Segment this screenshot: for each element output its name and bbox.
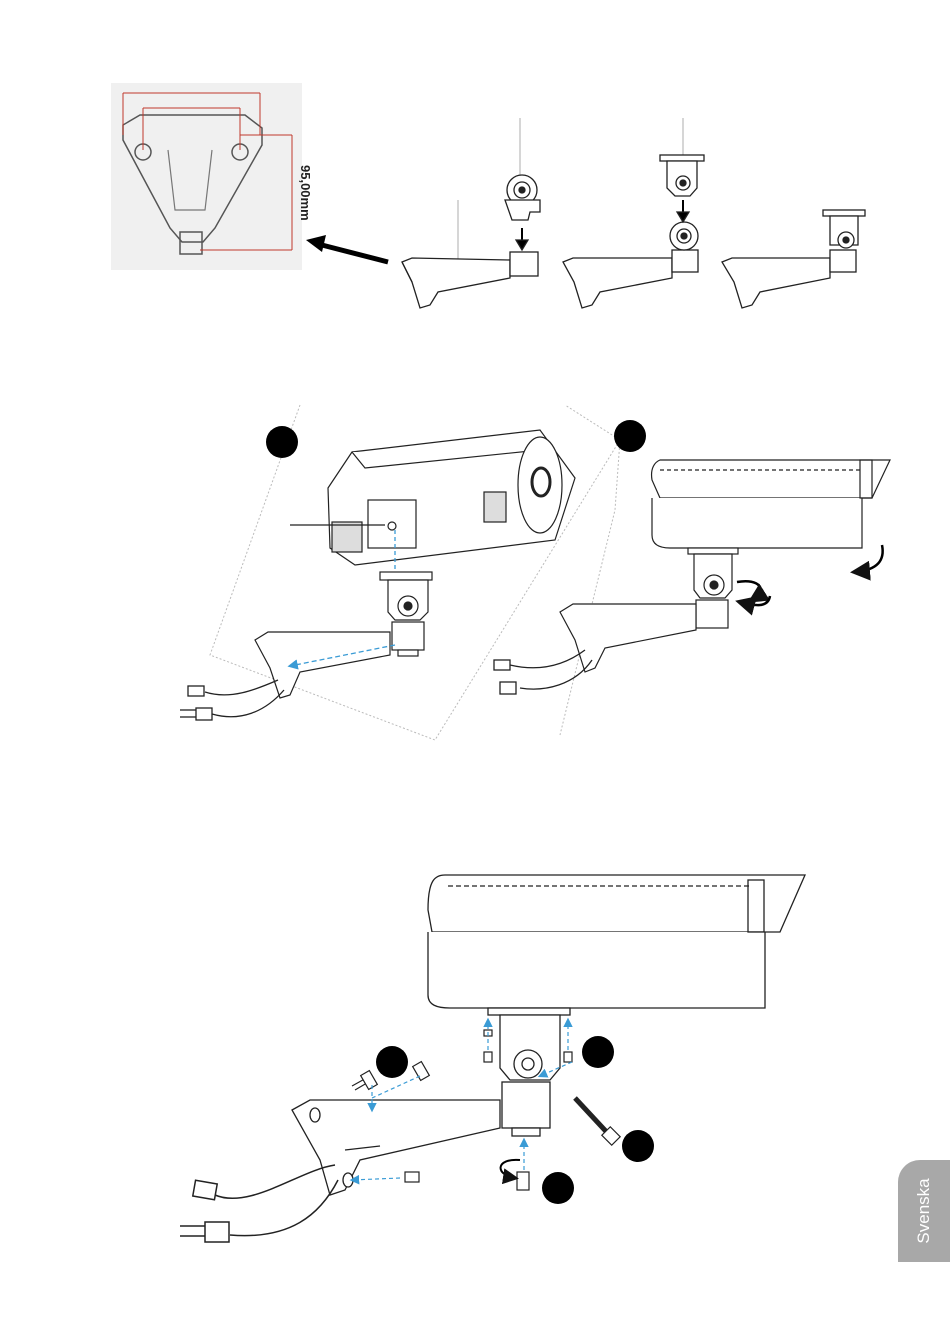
bracket-step-2 [563, 118, 704, 308]
step-badge-d [582, 1036, 614, 1068]
rotate-arrow-1 [737, 581, 760, 600]
cables-bottom [180, 1165, 338, 1242]
camera-housing-angled [290, 430, 575, 565]
cables-left [180, 680, 284, 720]
step-badge-b [614, 420, 646, 452]
joint-and-bracket-left [255, 572, 432, 698]
step-badge-e [622, 1130, 654, 1162]
step-badge-a [266, 426, 298, 458]
cables-right [494, 650, 592, 694]
template-background [111, 83, 302, 270]
dimension-label: 95,00mm [298, 165, 313, 221]
arrow-to-template [318, 244, 388, 262]
camera-housing-bottom [428, 875, 805, 1136]
language-tab: Svenska [898, 1160, 950, 1262]
rotate-arrow-3 [855, 545, 883, 572]
bracket-step-1 [402, 118, 540, 308]
step-badge-c [376, 1046, 408, 1078]
wall-bracket-bottom [292, 1100, 500, 1195]
camera-housing-level [560, 460, 890, 672]
bracket-step-3 [722, 210, 865, 308]
step-badge-f [542, 1172, 574, 1204]
language-tab-label: Svenska [914, 1178, 934, 1243]
bracket-template-figure [111, 83, 302, 270]
